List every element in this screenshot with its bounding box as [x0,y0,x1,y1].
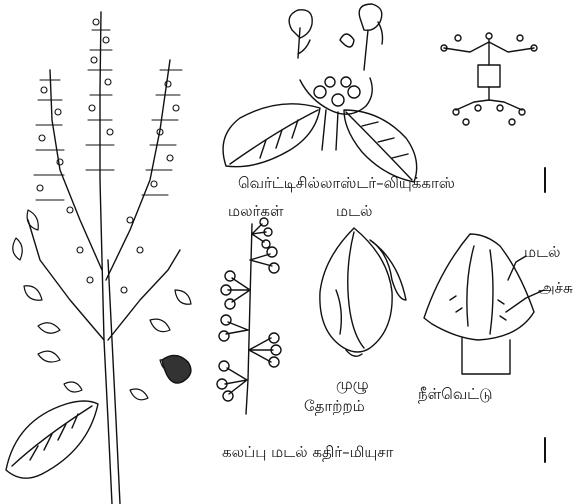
bract-right-label: மடல் [524,245,560,260]
full-view-label-line2: தோற்றம் [304,399,365,414]
floral-diagram [441,33,537,125]
verticillaster-drawing [223,4,417,182]
verticillaster-label: வெர்ட்டிசில்லாஸ்டர்–லியுக்காஸ் [238,176,455,191]
flowers-axis-drawing [217,218,281,414]
spathe-full-drawing [320,228,406,356]
figure-caption: கலப்பு மடல் கதிர்–மியுசா [222,445,393,460]
bract-center-label: மடல் [336,204,372,219]
plant-drawing [6,12,191,504]
axis-label: அச்சு [538,281,573,296]
longitudinal-section-label: நீள்வெட்டு [418,387,493,402]
full-view-label-line1: முழு [336,377,369,392]
flowers-label: மலர்கள் [228,204,284,219]
